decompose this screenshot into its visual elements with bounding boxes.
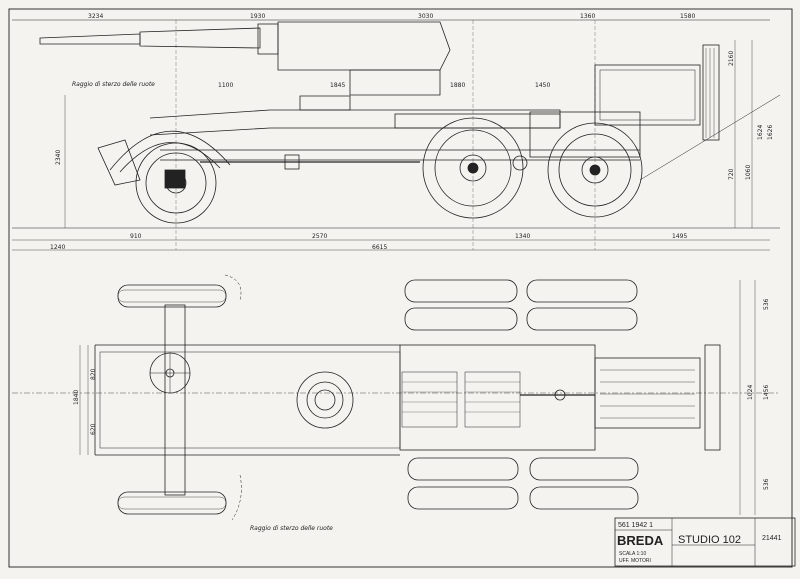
dim-total-length: 6615: [372, 244, 387, 251]
side-dimension-labels: 3234 1930 3030 1360 1580 1100 1845 1880 …: [50, 13, 774, 251]
engine-plan: [594, 357, 701, 429]
dim-bottom-5: 1495: [672, 233, 687, 240]
dim-plan-left-1: 1840: [73, 390, 80, 405]
dim-bottom-3: 2570: [312, 233, 327, 240]
front-tire-top: [117, 284, 227, 308]
dim-top-5: 1580: [680, 13, 695, 20]
dim-plan-right-2: 1024: [747, 385, 754, 400]
dim-plan-left-2: 820: [90, 368, 97, 380]
dim-mid-4: 1450: [535, 82, 550, 89]
bogie-pivot: [512, 155, 528, 171]
dim-mid-2: 1845: [330, 82, 345, 89]
title-date: 561 1942 1: [618, 522, 653, 529]
dim-height-5: 1626: [767, 125, 774, 140]
front-fender: [109, 130, 231, 171]
note-steering-side: Raggio di sterzo delle ruote: [72, 81, 155, 88]
departure-angle-line: [639, 94, 781, 181]
side-elevation-view: [12, 19, 781, 251]
dim-bottom-2: 910: [130, 233, 142, 240]
dim-plan-right-4: 536: [763, 478, 770, 490]
gun-turntable: [296, 371, 354, 429]
radiator-plan: [704, 344, 721, 451]
chassis-frame: [149, 109, 641, 161]
dim-plan-left-3: 620: [90, 423, 97, 435]
title-block: 561 1942 1 BREDA SCALA 1:10 UFF. MOTORI …: [614, 517, 796, 567]
dim-mid-1: 1100: [218, 82, 233, 89]
dim-mid-3: 1880: [450, 82, 465, 89]
front-axle: [164, 304, 186, 496]
rear-tires-top: [404, 279, 638, 331]
dim-height-1: 2160: [728, 51, 735, 66]
dim-left-height: 2340: [55, 150, 62, 165]
plan-dimension-labels: 536 1024 1456 536 1840 820 620 Raggio di…: [73, 298, 770, 532]
dim-bottom-1: 1240: [50, 244, 65, 251]
title-study: STUDIO 102: [678, 534, 741, 546]
plan-view: [12, 274, 780, 521]
note-steering-plan: Raggio di sterzo delle ruote: [250, 525, 333, 532]
title-company: BREDA: [617, 533, 664, 548]
dim-top-2: 1930: [250, 13, 265, 20]
dim-height-2: 720: [728, 168, 735, 180]
dim-top-1: 3234: [88, 13, 103, 20]
universal-joint: [284, 154, 300, 170]
dim-plan-right-3: 1456: [763, 385, 770, 400]
dim-bottom-4: 1340: [515, 233, 530, 240]
steering-wheel: [149, 352, 191, 394]
dim-plan-right-1: 536: [763, 298, 770, 310]
drawing-number: 21441: [762, 535, 782, 542]
rear-tires-bottom: [407, 457, 639, 510]
dim-top-4: 1360: [580, 13, 595, 20]
front-tire-bottom: [117, 491, 227, 515]
gun-barrel: [39, 21, 451, 96]
radiator: [702, 44, 720, 141]
dim-height-4: 1624: [757, 125, 764, 140]
plan-frame-rails: [95, 344, 400, 456]
title-dept: UFF. MOTORI: [619, 558, 651, 564]
front-bumper: [97, 139, 141, 186]
dim-top-3: 3030: [418, 13, 433, 20]
dim-height-3: 1060: [745, 165, 752, 180]
title-scale: SCALA 1:10: [619, 551, 646, 557]
sheet-border: [8, 8, 793, 568]
